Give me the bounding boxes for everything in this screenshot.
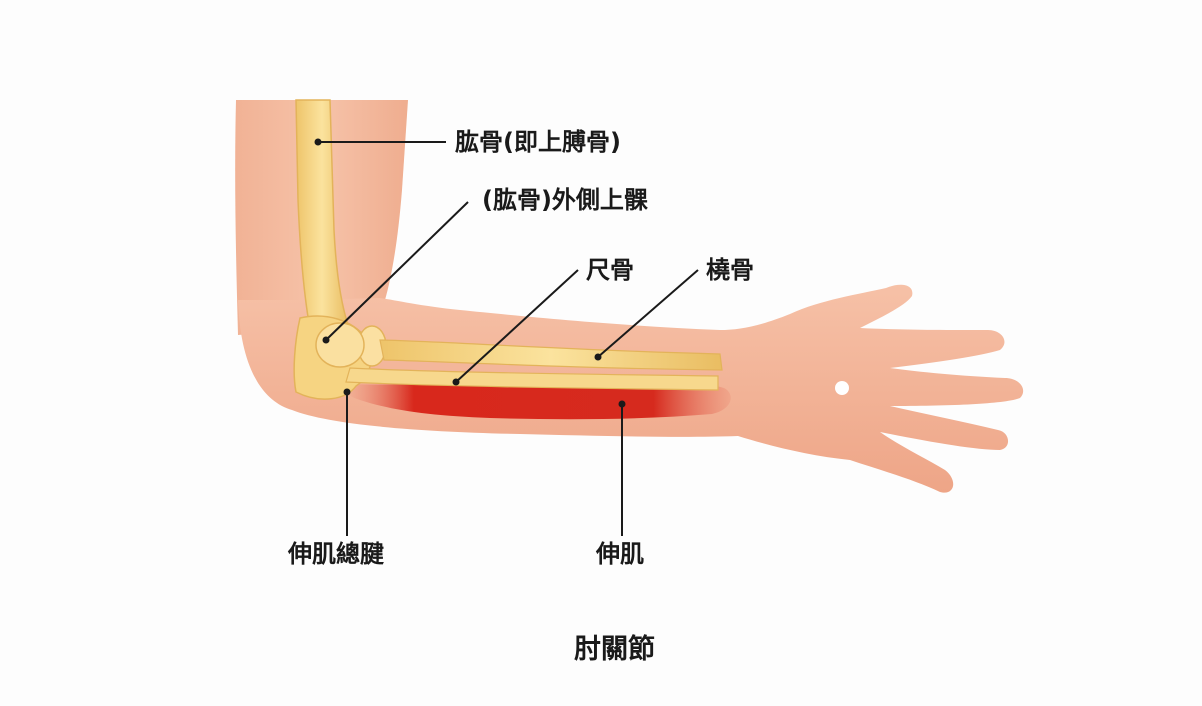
radius-bone (379, 339, 723, 371)
dot-ulna (452, 378, 460, 386)
leader-radius (597, 269, 699, 358)
dot-lateral-epicondyle (322, 336, 330, 344)
label-radius: 橈骨 (706, 256, 754, 284)
dot-extensor-muscle (618, 400, 626, 408)
dot-humerus (314, 138, 322, 146)
label-extensor-muscle: 伸肌 (596, 540, 644, 568)
palm-spot (835, 381, 849, 395)
dot-common-extensor-tendon (343, 388, 351, 396)
label-ulna: 尺骨 (586, 256, 634, 284)
leader-ulna (455, 269, 579, 383)
leader-lines (318, 141, 699, 536)
label-lateral-epicondyle: (肱骨)外側上髁 (482, 186, 648, 214)
dot-radius (594, 353, 602, 361)
diagram-title: 肘關節 (574, 634, 655, 665)
label-humerus: 肱骨(即上膊骨) (455, 128, 621, 156)
leader-lateral-epicondyle (325, 201, 469, 341)
label-common-extensor-tendon: 伸肌總腱 (288, 540, 384, 568)
ulna-bone (345, 367, 719, 391)
capitulum (315, 322, 365, 368)
leader-dots (314, 138, 626, 408)
